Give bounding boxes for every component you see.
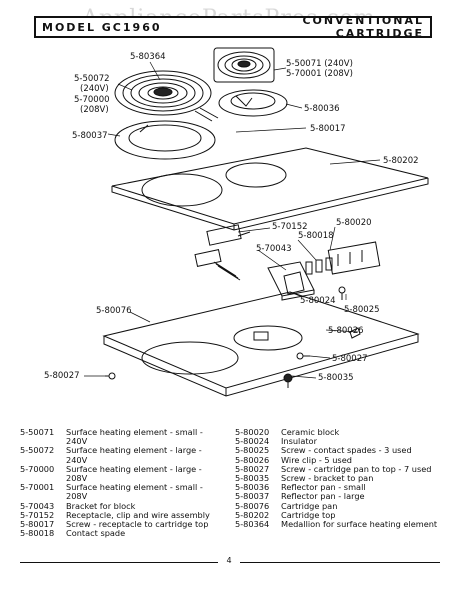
exploded-parts-diagram	[84, 47, 429, 397]
cartridge-pan	[102, 291, 420, 397]
callout-208v: (208V)	[80, 105, 109, 115]
callout-5-80076: 5-80076	[96, 306, 132, 316]
insulator	[283, 271, 305, 295]
large-reflector-pan	[114, 120, 216, 160]
callout-5-80025: 5-80025	[344, 305, 380, 315]
cartridge-top	[111, 147, 429, 231]
callout-5-80017: 5-80017	[310, 124, 346, 134]
diagram-title: CONVENTIONAL CARTRIDGE	[302, 14, 424, 40]
callout-5-80036: 5-80036	[304, 104, 340, 114]
callout-240v: (240V)	[80, 84, 109, 94]
callout-5-70152: 5-70152	[272, 222, 308, 232]
callout-5-80035: 5-80035	[318, 373, 354, 383]
model-label: MODEL GC1960	[42, 20, 162, 34]
callout-5-80037: 5-80037	[72, 131, 108, 141]
callout-5-80020: 5-80020	[336, 218, 372, 228]
callout-5-70043: 5-70043	[256, 244, 292, 254]
diagram-header: MODEL GC1960 CONVENTIONAL CARTRIDGE	[34, 14, 432, 40]
callout-5-80202: 5-80202	[383, 156, 419, 166]
callout-5-80024: 5-80024	[300, 296, 336, 306]
block-bracket	[267, 261, 315, 301]
callout-5-80018: 5-80018	[298, 231, 334, 241]
leader-lines	[84, 61, 381, 379]
contact-spades	[305, 257, 333, 275]
large-heating-element	[114, 70, 219, 122]
callout-5-50072: 5-50072	[74, 74, 110, 84]
receptacle-assembly	[194, 224, 251, 281]
callout-5-80027-left: 5-80027	[44, 371, 80, 381]
ceramic-block	[327, 241, 381, 275]
small-heating-element	[213, 47, 275, 83]
callout-5-80026: 5-80026	[328, 326, 364, 336]
wire-clip	[349, 327, 361, 339]
callout-5-80364: 5-80364	[130, 52, 166, 62]
callout-5-50071: 5-50071 (240V)	[286, 59, 353, 69]
callout-5-70000: 5-70000	[74, 95, 110, 105]
page-number: 4	[218, 556, 240, 565]
small-reflector-pan	[218, 89, 288, 117]
callout-5-80027-right: 5-80027	[332, 354, 368, 364]
contact-screw	[338, 286, 346, 300]
callout-5-70001: 5-70001 (208V)	[286, 69, 353, 79]
bracket-screw	[283, 373, 293, 388]
pan-screw-right	[296, 352, 310, 360]
